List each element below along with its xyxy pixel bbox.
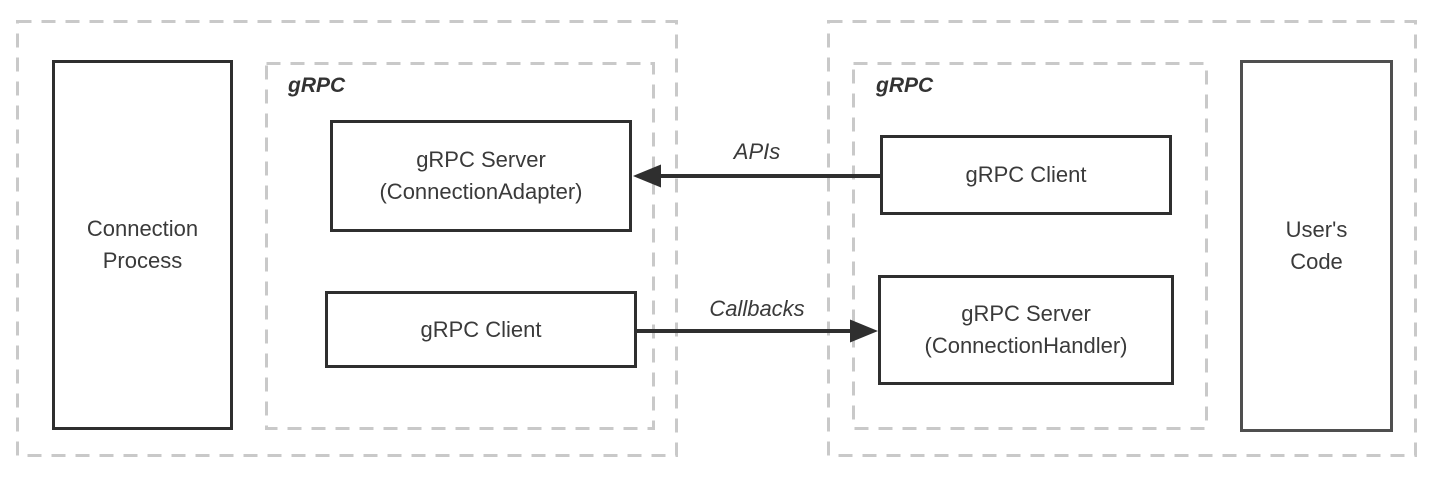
callbacks-arrow (637, 319, 878, 343)
apis-arrow-label: APIs (733, 139, 781, 164)
left-grpc-client-box: gRPC Client (325, 291, 637, 368)
grpc-server-connectionhandler-box: gRPC Server (ConnectionHandler) (878, 275, 1174, 385)
left-grpc-container-label: gRPC (288, 74, 346, 97)
apis-arrow (633, 164, 880, 188)
left-grpc-container-border (265, 62, 655, 430)
right-grpc-client-box: gRPC Client (880, 135, 1172, 215)
users-code-box: User's Code (1240, 60, 1393, 432)
right-grpc-container-label: gRPC (876, 74, 934, 97)
grpc-server-connectionadapter-box: gRPC Server (ConnectionAdapter) (330, 120, 632, 232)
callbacks-arrow-label: Callbacks (709, 296, 805, 321)
connection-process-box: Connection Process (52, 60, 233, 430)
